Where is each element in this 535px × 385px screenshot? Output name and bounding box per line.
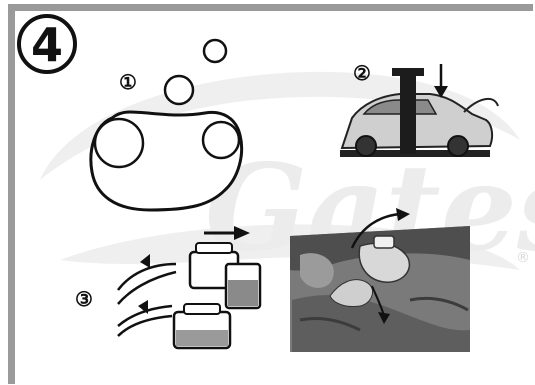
callout-2: ② <box>353 61 371 85</box>
container-fluid <box>228 280 258 306</box>
hose-upper-1 <box>118 272 176 304</box>
registered-mark: ® <box>516 250 530 266</box>
reservoir-cap-photo <box>374 236 394 248</box>
step-number: 4 <box>31 18 63 72</box>
frame-left-bar <box>8 4 15 384</box>
reservoir-lower-cap <box>184 304 220 314</box>
callout-1: ① <box>119 70 137 94</box>
car-front-wheel <box>356 136 376 156</box>
step-badge: 4 <box>19 16 75 72</box>
lift-pillar-cap <box>392 68 424 76</box>
callout-3: ③ <box>75 287 93 311</box>
car-rear-wheel <box>448 136 468 156</box>
reservoir-upper-cap <box>196 243 232 253</box>
reservoir-lower-fluid <box>176 330 228 346</box>
frame-top-bar <box>8 4 533 11</box>
hose-upper-2 <box>118 264 176 290</box>
belt-drive-diagram <box>91 40 242 210</box>
lift-pillar <box>400 68 416 154</box>
